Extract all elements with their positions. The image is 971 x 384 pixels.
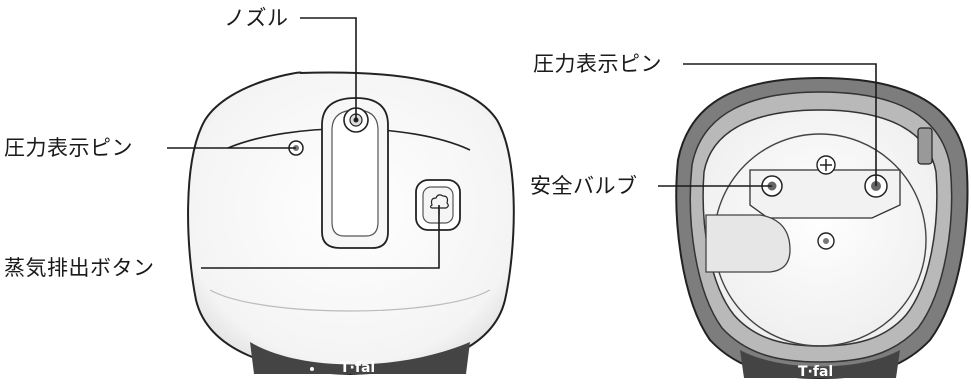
nozzle-handle-inner	[331, 109, 379, 237]
center-screw	[817, 232, 835, 250]
pressure-pin-right-leader	[683, 63, 877, 186]
nozzle-leader	[300, 17, 357, 120]
top-screw	[816, 155, 836, 175]
steam-release-button	[415, 179, 461, 231]
nozzle-label: ノズル	[224, 6, 289, 30]
valve-bracket	[749, 169, 901, 219]
left-brand-dot	[310, 367, 314, 371]
right-lid: T·fal	[675, 76, 969, 380]
left-base-band	[250, 342, 470, 374]
pressure-pin-left-label: 圧力表示ピン	[4, 136, 133, 160]
safety-valve-label: 安全バルブ	[530, 174, 638, 198]
pressure-pin-right-label: 圧力表示ピン	[533, 52, 662, 76]
steam-icon	[429, 194, 449, 209]
right-brand-logo: T·fal	[798, 364, 833, 380]
steam-button-label: 蒸気排出ボタン	[4, 256, 155, 280]
callout-lines	[167, 17, 877, 269]
left-cooker: T·fal	[187, 71, 515, 376]
right-base-band	[740, 350, 900, 378]
side-hinge	[917, 127, 933, 165]
left-latch	[705, 214, 791, 273]
left-lower-rim	[209, 289, 491, 312]
steam-button-leader	[201, 205, 440, 269]
left-brand-logo: T·fal	[340, 360, 375, 376]
